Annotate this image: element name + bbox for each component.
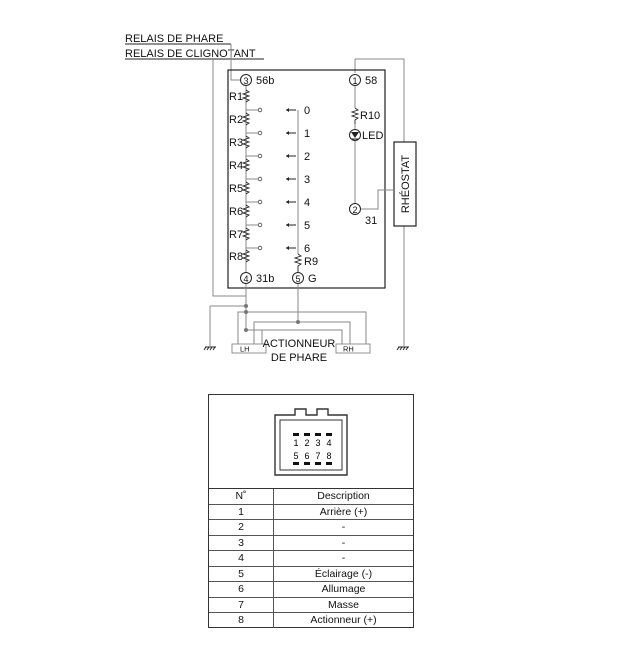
resistor-label: R1 <box>229 91 243 103</box>
actuator-rh <box>335 343 371 354</box>
connector-pin-icon <box>304 433 310 436</box>
terminal-4: 4 31b <box>240 272 274 285</box>
pin-number-cell: 2 <box>209 519 274 536</box>
svg-text:5: 5 <box>295 274 300 284</box>
connector-pin-icon <box>326 462 332 465</box>
relay-label-headlamp: RELAIS DE PHARE <box>125 33 223 45</box>
svg-text:2: 2 <box>352 205 357 215</box>
pin-description-cell: Arrière (+) <box>273 503 413 520</box>
switch-position-label: 6 <box>304 243 310 255</box>
switch-position-label: 2 <box>304 151 310 163</box>
terminal-1: 1 58 <box>349 74 377 87</box>
actuator-lh-label: LH <box>240 345 250 354</box>
ground-right-icon <box>396 346 409 351</box>
resistor-label: R7 <box>229 229 243 241</box>
rheostat-label: RHÉOSTAT <box>399 155 412 214</box>
ground-left-icon <box>203 346 216 351</box>
switch-position-label: 1 <box>304 128 310 140</box>
terminal-2: 2 31 <box>349 203 377 227</box>
connector-pin-number: 3 <box>315 438 320 448</box>
pin-description-cell: Actionneur (+) <box>273 612 413 628</box>
resistor-label: R5 <box>229 183 243 195</box>
pin-description-cell: - <box>273 519 413 536</box>
resistor-r10: R10 <box>360 110 380 122</box>
svg-text:31b: 31b <box>256 273 274 285</box>
pin-number-cell: 8 <box>209 612 274 628</box>
resistor-label: R4 <box>229 160 243 172</box>
table-row: 2- <box>209 519 413 536</box>
pin-number-cell: 3 <box>209 534 274 551</box>
connector-pin-icon <box>315 462 321 465</box>
pin-table-header: N˚ Description <box>209 489 413 505</box>
led-label: LED <box>362 130 383 142</box>
svg-text:4: 4 <box>243 274 248 284</box>
connector-pin-number: 8 <box>326 451 331 461</box>
pin-description-cell: - <box>273 534 413 551</box>
resistor-label: R6 <box>229 206 243 218</box>
table-row: 3- <box>209 534 413 551</box>
pin-number-cell: 7 <box>209 596 274 613</box>
actuator-title-line2: DE PHARE <box>271 352 327 364</box>
terminal-3: 3 56b <box>240 74 274 87</box>
svg-text:31: 31 <box>365 215 377 227</box>
switch-position-label: 5 <box>304 220 310 232</box>
connector-pin-number: 4 <box>326 438 331 448</box>
resistor-r9: R9 <box>304 256 318 268</box>
switch-position-label: 4 <box>304 197 310 209</box>
connector-pin-icon <box>315 433 321 436</box>
actuator-lh <box>231 343 267 354</box>
connector-pin-number: 1 <box>293 438 298 448</box>
table-row: 4- <box>209 550 413 567</box>
pin-number-cell: 6 <box>209 581 274 598</box>
svg-text:1: 1 <box>352 76 357 86</box>
connector-pin-number: 2 <box>304 438 309 448</box>
connector-pin-icon <box>293 433 299 436</box>
pin-description-cell: Allumage <box>273 581 413 598</box>
pin-description-cell: Éclairage (-) <box>273 565 413 582</box>
relay-label-flasher: RELAIS DE CLIGNOTANT <box>125 48 256 60</box>
connector-pin-number: 7 <box>315 451 320 461</box>
switch-module-box <box>227 69 386 289</box>
svg-text:56b: 56b <box>256 75 274 87</box>
connector-pin-number: 5 <box>293 451 298 461</box>
resistor-label: R3 <box>229 137 243 149</box>
switch-position-label: 3 <box>304 174 310 186</box>
pin-number-cell: 5 <box>209 565 274 582</box>
wiring-schematic: RELAIS DE PHARE RELAIS DE CLIGNOTANT 3 5… <box>125 33 417 364</box>
svg-text:G: G <box>308 273 317 285</box>
pin-number-cell: 1 <box>209 503 274 520</box>
resistor-label: R2 <box>229 114 243 126</box>
pin-number-header: N˚ <box>209 489 274 505</box>
rheostat-box <box>393 141 417 227</box>
svg-text:3: 3 <box>243 76 248 86</box>
actuator-title-line1: ACTIONNEUR <box>263 338 336 350</box>
connector-pin-icon <box>326 433 332 436</box>
description-header: Description <box>273 489 413 505</box>
actuator-rh-label: RH <box>343 345 354 354</box>
connector-pin-icon <box>304 462 310 465</box>
terminal-5: 5 G <box>292 272 317 285</box>
connector-pin-icon <box>293 462 299 465</box>
connector-pin-number: 6 <box>304 451 309 461</box>
pin-description-cell: Masse <box>273 596 413 613</box>
switch-position-label: 0 <box>304 105 310 117</box>
svg-text:58: 58 <box>365 75 377 87</box>
pin-description-cell: - <box>273 550 413 567</box>
pin-number-cell: 4 <box>209 550 274 567</box>
resistor-label: R8 <box>229 251 243 263</box>
